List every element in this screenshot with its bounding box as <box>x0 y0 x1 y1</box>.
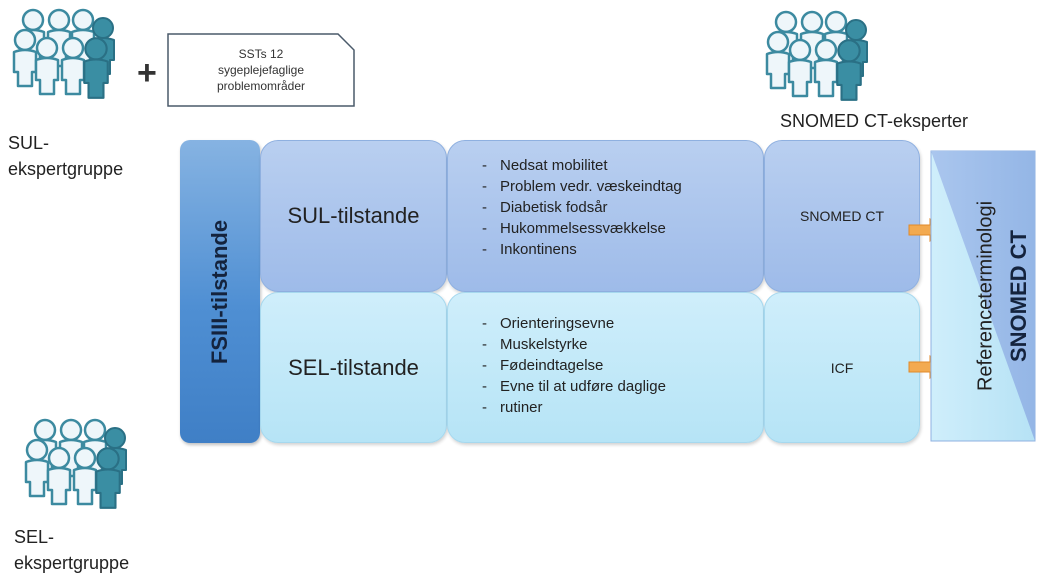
sul-items-list: Nedsat mobilitet Problem vedr. væskeindt… <box>482 155 763 260</box>
list-item: Orienteringsevne <box>482 313 763 334</box>
sel-group-label-line1: SEL- <box>14 527 55 547</box>
list-item: Diabetisk fodsår <box>482 197 763 218</box>
list-item-continuation: rutiner <box>482 397 763 418</box>
snomed-people-group-icon <box>763 10 873 110</box>
sul-terminology-label: SNOMED CT <box>800 208 884 224</box>
list-item: Inkontinens <box>482 239 763 260</box>
sel-terminology-cell: ICF <box>764 292 920 443</box>
sul-items-cell: Nedsat mobilitet Problem vedr. væskeindt… <box>447 140 764 292</box>
sel-people-group-icon <box>22 418 132 518</box>
fsiii-tilstande-box: FSIII-tilstande <box>180 140 260 443</box>
document-note-icon: SSTs 12 sygeplejefaglige problemområder <box>166 32 356 108</box>
sul-people-group-icon <box>10 8 120 108</box>
list-item: Evne til at udføre daglige <box>482 376 763 397</box>
sel-group-label: SEL- ekspertgruppe <box>14 524 129 576</box>
list-item: Nedsat mobilitet <box>482 155 763 176</box>
plus-icon: + <box>137 54 157 92</box>
sul-group-label-line2: ekspertgruppe <box>8 159 124 179</box>
sul-tilstande-cell: SUL-tilstande <box>260 140 447 292</box>
sel-tilstande-cell: SEL-tilstande <box>260 292 447 443</box>
snomed-experts-label: SNOMED CT-eksperter <box>780 111 969 131</box>
sel-items-list: Orienteringsevne Muskelstyrke Fødeindtag… <box>482 313 763 418</box>
sel-group-label-line2: ekspertgruppe <box>14 553 130 573</box>
sel-tilstande-title: SEL-tilstande <box>288 354 419 380</box>
reference-snomed-label: SNOMED CT <box>1006 230 1031 362</box>
sul-group-label: SUL- ekspertgruppe <box>8 130 123 182</box>
list-item: Problem vedr. væskeindtag <box>482 176 763 197</box>
sel-items-cell: Orienteringsevne Muskelstyrke Fødeindtag… <box>447 292 764 443</box>
sul-tilstande-title: SUL-tilstande <box>287 203 420 228</box>
note-line-2: sygeplejefaglige <box>217 63 305 77</box>
sul-group-label-line1: SUL- <box>8 133 50 153</box>
note-line-1: SSTs 12 <box>238 47 284 61</box>
sul-terminology-cell: SNOMED CT <box>764 140 920 292</box>
note-line-3: problemområder <box>216 79 306 93</box>
reference-terminology-label: Referenceterminologi <box>974 200 997 392</box>
reference-terminology-box: Referenceterminologi SNOMED CT <box>930 150 1036 442</box>
sel-terminology-label: ICF <box>830 359 854 376</box>
list-item: Fødeindtagelse <box>482 355 763 376</box>
fsiii-vertical-label: FSIII-tilstande <box>207 219 232 364</box>
list-item: Hukommelsessvækkelse <box>482 218 763 239</box>
list-item: Muskelstyrke <box>482 334 763 355</box>
